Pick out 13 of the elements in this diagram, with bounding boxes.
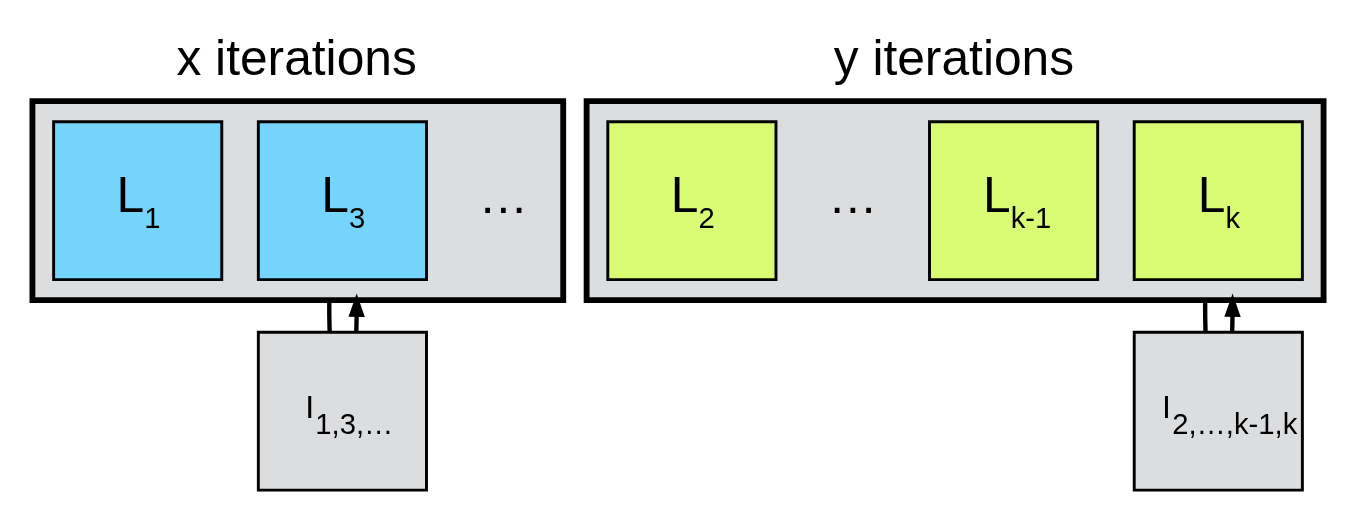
node-box: L$_{k-1}$ — [928, 119, 1100, 281]
node-box: L$_{3}$ — [256, 119, 428, 281]
label: y iterations — [833, 29, 1075, 86]
node-box: L$_{1}$ — [52, 119, 224, 281]
arrow — [1224, 292, 1241, 332]
node-box: L$_{k}$ — [1132, 119, 1304, 281]
cluster — [583, 97, 1327, 303]
arrow — [348, 292, 365, 332]
label: x iterations — [176, 29, 417, 86]
node-box: L$_{2}$ — [606, 119, 778, 281]
label: … — [478, 167, 529, 224]
label: … — [827, 167, 878, 224]
cluster — [29, 97, 567, 303]
